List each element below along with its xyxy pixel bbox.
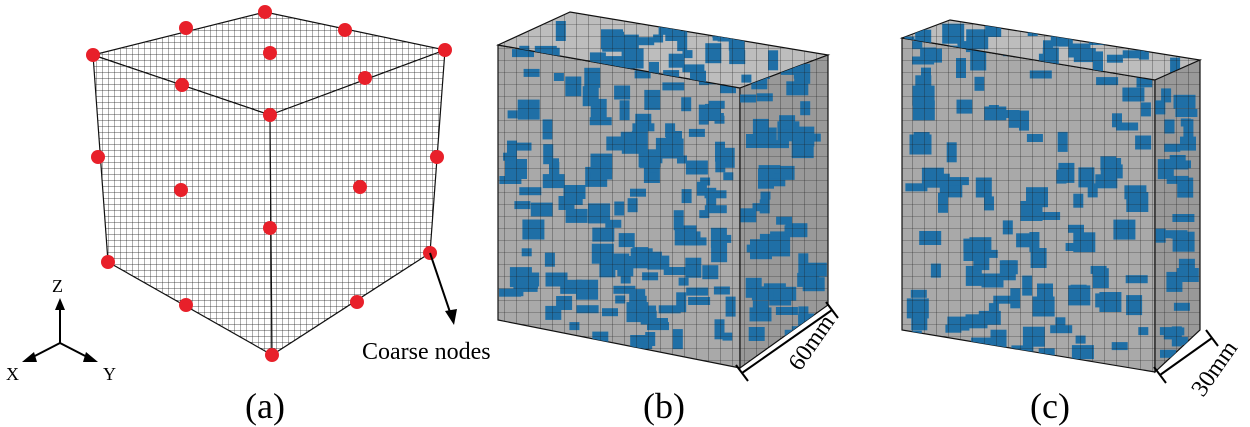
inclusion-patch (533, 329, 544, 338)
coarse-node-marker (438, 43, 452, 57)
inclusion-patch (1165, 24, 1182, 44)
coarse-node-marker (174, 183, 188, 197)
inclusion-patch (1054, 21, 1064, 36)
panel-label-a: (a) (245, 386, 285, 426)
inclusion-patch (1088, 25, 1111, 45)
inclusion-patch (1135, 25, 1158, 46)
panel-label-b: (b) (643, 386, 685, 426)
inclusion-patch (541, 357, 558, 366)
coarse-node-marker (430, 150, 444, 164)
inclusion-patch (712, 18, 735, 38)
coarse-node-markers (86, 5, 452, 362)
panel-c: 30mm (c) (899, 19, 1244, 426)
inclusion-patch (949, 341, 966, 356)
axis-label-z: Z (52, 276, 63, 296)
coarse-node-marker (263, 108, 277, 122)
inclusion-patch (776, 22, 799, 31)
coarse-node-marker (353, 180, 367, 194)
coarse-node-marker (179, 298, 193, 312)
coarse-nodes-annotation: Coarse nodes (362, 252, 491, 365)
coarse-node-marker (179, 21, 193, 35)
coarse-node-marker (91, 150, 105, 164)
composite-block-c (899, 19, 1203, 374)
inclusion-patch (505, 329, 522, 343)
coarse-node-marker (265, 348, 279, 362)
coarse-node-marker (263, 221, 277, 235)
inclusion-patch (1103, 33, 1120, 42)
coarse-node-marker (86, 48, 100, 62)
annotation-coarse-nodes: Coarse nodes (362, 339, 491, 365)
inclusion-patch (736, 21, 759, 30)
inclusion-patch (798, 22, 815, 37)
inclusion-patch (693, 13, 710, 22)
composite-block-b (496, 11, 831, 370)
coordinate-axes: Z X Y (6, 276, 116, 384)
coarse-node-marker (263, 46, 277, 60)
dimension-label-c: 30mm (1187, 336, 1244, 401)
axis-label-x: X (6, 364, 19, 384)
coarse-node-marker (338, 23, 352, 37)
panel-label-c: (c) (1030, 386, 1070, 426)
coarse-node-marker (101, 255, 115, 269)
panel-a: Z X Y Coarse nodes (a) (6, 5, 491, 426)
inclusion-patch (1115, 20, 1132, 29)
coarse-node-marker (350, 295, 364, 309)
inclusion-patch (1152, 21, 1175, 42)
panel-b: 60mm (b) (496, 11, 840, 426)
coarse-node-marker (258, 5, 272, 19)
axis-label-y: Y (103, 364, 116, 384)
coarse-node-marker (358, 71, 372, 85)
mesh-cube (90, 11, 448, 357)
coarse-node-marker (175, 78, 189, 92)
